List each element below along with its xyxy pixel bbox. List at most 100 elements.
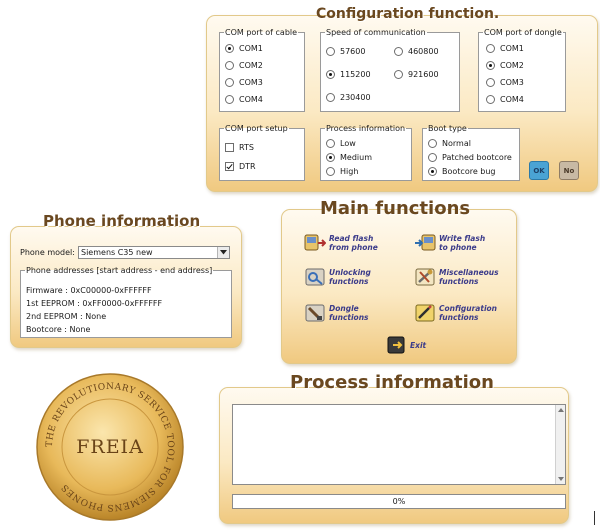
tools-icon: [413, 266, 437, 288]
configuration-label-2: functions: [439, 313, 479, 322]
radio-indicator: [326, 167, 335, 176]
exit-label: Exit: [410, 340, 427, 350]
rts-checkbox[interactable]: RTS: [225, 143, 254, 152]
port-setup-group: COM port setup: [219, 124, 305, 181]
phone-model-value: Siemens C35 new: [81, 248, 153, 257]
main-functions-title: Main functions: [320, 198, 471, 219]
process-information-title: Process information: [290, 372, 494, 393]
speed-115200-radio[interactable]: 115200: [326, 70, 371, 79]
dongle-com4-radio[interactable]: COM4: [486, 95, 524, 104]
miscellaneous-label-2: functions: [439, 277, 479, 286]
cable-com3-radio[interactable]: COM3: [225, 78, 263, 87]
process-level-legend: Process information: [326, 124, 406, 133]
log-scrollbar[interactable]: [555, 405, 565, 484]
port-setup-legend: COM port setup: [225, 124, 288, 133]
process-medium-radio[interactable]: Medium: [326, 153, 372, 162]
chevron-down-icon[interactable]: [217, 247, 229, 258]
dongle-label-2: functions: [329, 313, 369, 322]
radio-selected-indicator: [326, 153, 335, 162]
checkbox-checked-indicator: [225, 162, 234, 171]
speed-230400-radio[interactable]: 230400: [326, 93, 371, 102]
checkbox-indicator: [225, 143, 234, 152]
process-low-radio[interactable]: Low: [326, 139, 356, 148]
boot-bug-radio[interactable]: Bootcore bug: [428, 167, 496, 176]
speed-group: Speed of communication: [320, 28, 460, 112]
process-high-radio[interactable]: High: [326, 167, 358, 176]
progress-label: 0%: [392, 497, 406, 506]
phone-addresses-legend: Phone addresses [start address - end add…: [26, 266, 213, 275]
radio-indicator: [486, 95, 495, 104]
dtr-label: DTR: [239, 162, 256, 171]
radio-indicator: [486, 78, 495, 87]
cable-com3-label: COM3: [239, 78, 263, 87]
unlocking-label-1: Unlocking: [329, 268, 371, 277]
speed-115200-label: 115200: [340, 70, 371, 79]
radio-indicator: [326, 47, 335, 56]
no-button[interactable]: No: [559, 161, 579, 180]
phone-model-label: Phone model:: [20, 248, 75, 257]
boot-patched-radio[interactable]: Patched bootcore: [428, 153, 512, 162]
radio-indicator: [394, 47, 403, 56]
dongle-com4-label: COM4: [500, 95, 524, 104]
dongle-com2-radio[interactable]: COM2: [486, 61, 524, 70]
radio-indicator: [225, 78, 234, 87]
radio-selected-indicator: [225, 44, 234, 53]
address-line-bootcore: Bootcore : None: [26, 325, 91, 334]
cable-com1-radio[interactable]: COM1: [225, 44, 263, 53]
miscellaneous-label-1: Miscellaneous: [439, 268, 499, 277]
boot-normal-radio[interactable]: Normal: [428, 139, 471, 148]
cable-com2-radio[interactable]: COM2: [225, 61, 263, 70]
speed-460800-radio[interactable]: 460800: [394, 47, 439, 56]
boot-bug-label: Bootcore bug: [442, 167, 496, 176]
process-high-label: High: [340, 167, 359, 176]
phone-model-select[interactable]: Siemens C35 new: [78, 246, 230, 259]
freia-logo: THE REVOLUTIONARY SERVICE TOOL FOR SIEME…: [35, 372, 185, 522]
boot-normal-label: Normal: [442, 139, 471, 148]
scroll-down-icon: [558, 477, 564, 481]
unlocking-label-2: functions: [329, 277, 369, 286]
phone-addresses-group: Phone addresses [start address - end add…: [20, 266, 232, 338]
cable-com4-radio[interactable]: COM4: [225, 95, 263, 104]
progress-bar: 0%: [232, 494, 566, 509]
dongle-com1-radio[interactable]: COM1: [486, 44, 524, 53]
dongle-com3-radio[interactable]: COM3: [486, 78, 524, 87]
process-low-label: Low: [340, 139, 356, 148]
radio-indicator: [428, 153, 437, 162]
process-log-area[interactable]: [232, 404, 566, 485]
speed-921600-label: 921600: [408, 70, 439, 79]
radio-selected-indicator: [428, 167, 437, 176]
config-pencil-icon: [413, 302, 437, 324]
boot-type-legend: Boot type: [428, 124, 467, 133]
radio-indicator: [326, 139, 335, 148]
dongle-icon: [303, 302, 327, 324]
radio-indicator: [394, 70, 403, 79]
exit-button[interactable]: Exit: [384, 334, 426, 356]
write-flash-label-1: Write flash: [439, 234, 486, 243]
speed-460800-label: 460800: [408, 47, 439, 56]
radio-selected-indicator: [326, 70, 335, 79]
radio-indicator: [428, 139, 437, 148]
configuration-title: Configuration function.: [316, 6, 500, 22]
process-medium-label: Medium: [340, 153, 372, 162]
dtr-checkbox[interactable]: DTR: [225, 162, 256, 171]
speed-921600-radio[interactable]: 921600: [394, 70, 439, 79]
read-flash-icon: [303, 232, 327, 254]
cable-com1-label: COM1: [239, 44, 263, 53]
ok-button[interactable]: OK: [529, 161, 549, 180]
radio-selected-indicator: [486, 61, 495, 70]
write-flash-icon: [413, 232, 437, 254]
write-flash-label-2: to phone: [439, 243, 477, 252]
configuration-label-1: Configuration: [439, 304, 498, 313]
exit-icon: [384, 334, 408, 356]
rts-label: RTS: [239, 143, 254, 152]
cable-port-legend: COM port of cable: [225, 28, 298, 37]
window-edge-marker: [594, 511, 595, 525]
speed-57600-radio[interactable]: 57600: [326, 47, 365, 56]
phone-information-title: Phone information: [43, 212, 201, 230]
